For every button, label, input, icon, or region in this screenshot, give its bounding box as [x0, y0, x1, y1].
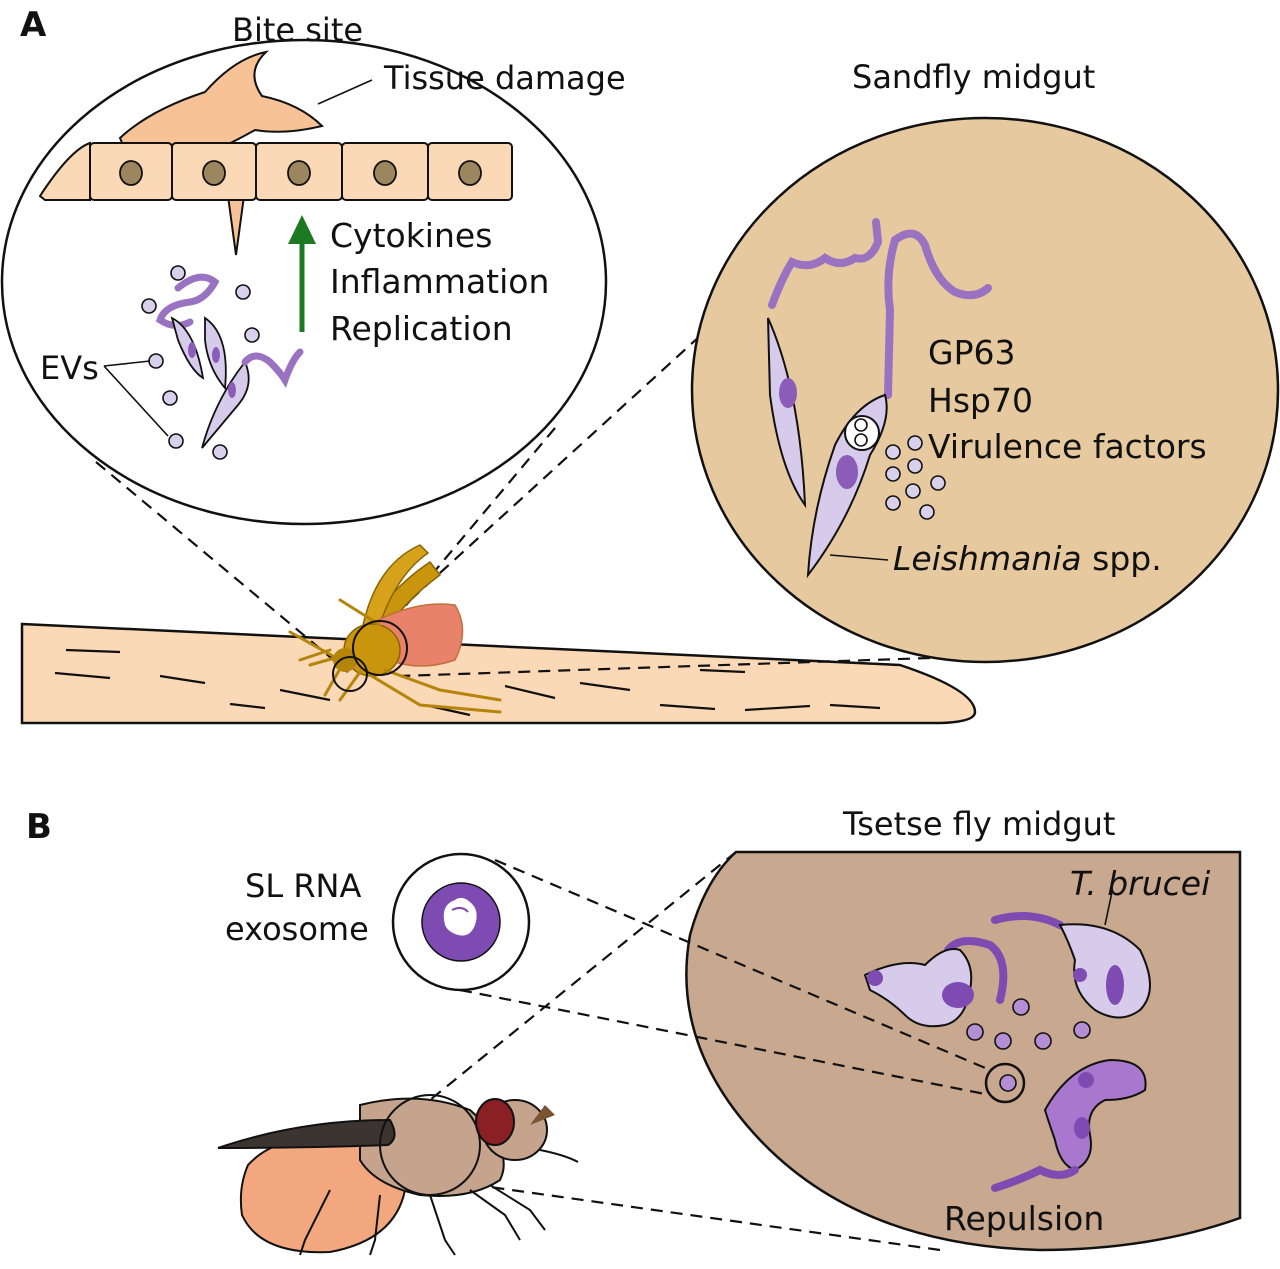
ev-vesicles-tsetse: [966, 998, 1091, 1050]
tsetse-midgut-marker: [379, 1094, 481, 1196]
t-brucei-parasites: [863, 891, 1151, 1192]
zoom-line-gut-bottom: [399, 656, 931, 678]
t-brucei-label: T. brucei: [1070, 864, 1210, 903]
exosome-highlight-marker: [984, 1062, 1026, 1104]
factor-virulence: Virulence factors: [928, 427, 1207, 466]
tsetse-midgut-zoom: [685, 850, 1242, 1252]
leishmania-amastigote-group: [155, 273, 304, 449]
skin-texture-lines: [54, 648, 881, 717]
bite-site-title: Bite site: [232, 11, 363, 49]
sandfly-midgut-title: Sandfly midgut: [852, 58, 1095, 96]
evs-leader-lines: [103, 360, 169, 437]
zoom-line-gut-top: [383, 335, 701, 625]
epithelial-cells: [38, 141, 513, 201]
leishmania-genus: Leishmania: [893, 539, 1082, 578]
ev-vesicles-bite: [141, 265, 260, 460]
exosome-label-line2: exosome: [225, 910, 369, 948]
zoom-line-exosome-bottom: [459, 988, 991, 1097]
sandfly-midgut-marker: [352, 620, 408, 676]
panel-a-label: A: [20, 5, 47, 45]
tissue-damage-shape: [118, 50, 324, 256]
leishmania-promastigotes: [767, 218, 992, 579]
leishmania-leader: [829, 554, 889, 561]
zoom-line-exosome-top: [494, 858, 991, 1072]
factor-hsp70: Hsp70: [928, 381, 1033, 420]
sl-rna-exosome-zoom: [391, 852, 531, 992]
effect-inflammation: Inflammation: [330, 262, 549, 301]
tissue-damage-leader: [317, 79, 373, 105]
effect-cytokines: Cytokines: [330, 216, 492, 255]
panel-b-label: B: [26, 807, 52, 847]
tsetse-fly-illustration: [217, 1094, 579, 1256]
zoom-line-bite-left: [95, 461, 349, 673]
zoom-line-bite-right: [359, 427, 556, 661]
zoom-line-tsetse-bottom: [439, 1178, 941, 1252]
t-brucei-leader: [1104, 891, 1113, 926]
zoom-line-tsetse-top: [429, 851, 737, 1101]
leishmania-species-suffix: spp.: [1082, 539, 1162, 578]
leishmania-label: Leishmania spp.: [893, 539, 1162, 578]
upregulation-arrow: [288, 215, 316, 332]
bite-site-marker: [332, 656, 368, 692]
sandfly-illustration: [288, 544, 502, 714]
repulsion-label: Repulsion: [944, 1199, 1104, 1238]
exosome-label-line1: SL RNA: [245, 867, 361, 905]
evs-label: EVs: [40, 349, 99, 387]
factor-gp63: GP63: [928, 333, 1015, 372]
tsetse-midgut-title: Tsetse fly midgut: [842, 805, 1115, 843]
effect-replication: Replication: [330, 309, 513, 348]
tissue-damage-label: Tissue damage: [383, 59, 626, 97]
ev-vesicles-sandfly: [885, 435, 946, 520]
